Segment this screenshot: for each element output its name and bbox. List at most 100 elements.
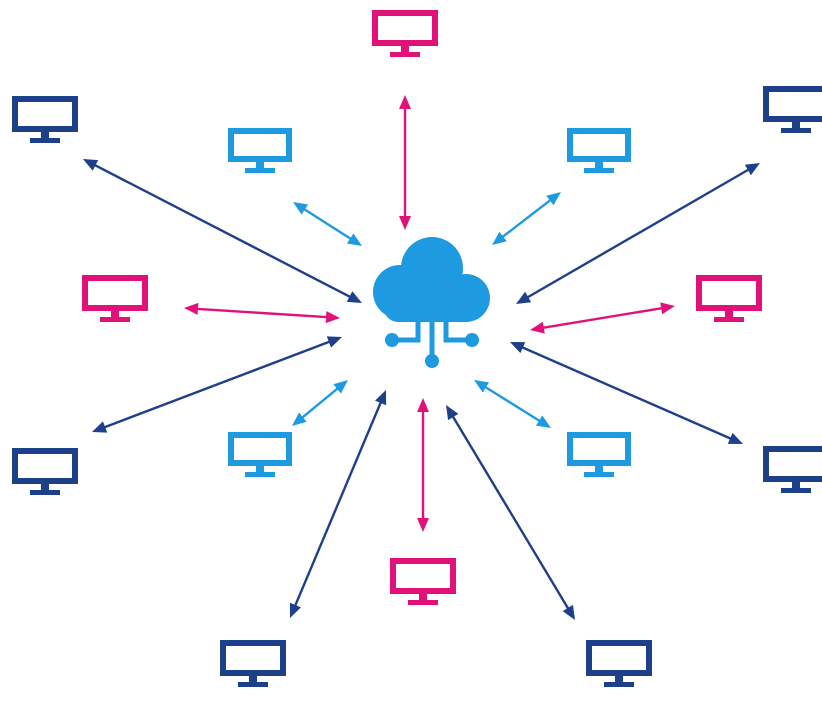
cloud-network-icon (373, 237, 490, 368)
arrowhead (346, 291, 362, 303)
arrowhead (83, 159, 99, 171)
monitor-neck (401, 43, 409, 52)
monitor-base (604, 682, 634, 687)
bidirectional-arrow (83, 159, 362, 303)
monitor-base (30, 138, 60, 143)
bidirectional-arrow (510, 342, 743, 444)
arrow-shaft (193, 307, 331, 319)
monitor-screen (228, 128, 292, 162)
arrow-shaft (539, 306, 666, 330)
monitor-icon (220, 640, 286, 687)
monitor-icon (763, 86, 822, 133)
arrowhead (727, 432, 743, 444)
bidirectional-arrow (516, 163, 760, 304)
monitor-neck (111, 308, 119, 317)
monitor-neck (615, 673, 623, 682)
arrowhead (516, 291, 532, 304)
monitor-screen (390, 558, 456, 594)
monitor-neck (249, 673, 257, 682)
arrowhead (417, 518, 429, 532)
monitor-base (584, 168, 614, 173)
monitor-base (245, 472, 275, 477)
arrowhead (417, 398, 429, 412)
arrowhead (510, 342, 526, 354)
monitor-base (781, 488, 811, 493)
monitor-neck (256, 159, 264, 168)
monitor-screen (12, 96, 78, 132)
monitor-base (584, 472, 614, 477)
monitor-neck (256, 463, 264, 472)
monitor-icon (228, 128, 292, 173)
arrowhead (92, 421, 108, 433)
monitor-icon (390, 558, 456, 605)
monitor-icon (567, 128, 631, 173)
arrowhead (535, 415, 551, 428)
monitor-neck (41, 129, 49, 138)
monitor-screen (763, 446, 822, 482)
monitor-base (238, 682, 268, 687)
bidirectional-arrow (399, 95, 411, 230)
monitor-icon (567, 432, 631, 477)
arrow-shaft (524, 166, 752, 301)
monitor-screen (567, 128, 631, 162)
arrowhead (292, 412, 307, 426)
arrow-shaft (300, 206, 355, 242)
bidirectional-arrow (293, 202, 362, 246)
monitor-icon (12, 448, 78, 495)
arrow-shaft (450, 412, 571, 613)
monitor-icon (696, 275, 762, 322)
monitor-screen (228, 432, 292, 466)
monitor-icon (12, 96, 78, 143)
arrow-shaft (298, 385, 342, 421)
connector-dot (425, 354, 439, 368)
monitor-neck (792, 119, 800, 128)
arrowhead (289, 602, 301, 618)
bidirectional-arrow (492, 192, 561, 245)
arrowhead (326, 336, 342, 348)
monitor-screen (567, 432, 631, 466)
arrow-shaft (499, 197, 554, 240)
monitor-neck (792, 479, 800, 488)
arrowhead (474, 380, 490, 393)
arrowhead (399, 95, 411, 109)
monitor-base (781, 128, 811, 133)
arrowhead (399, 216, 411, 230)
computer-nodes (12, 10, 822, 687)
monitor-icon (82, 275, 148, 322)
monitor-screen (82, 275, 148, 311)
connector-line (396, 320, 421, 343)
monitor-screen (372, 10, 438, 46)
arrowhead (660, 302, 675, 315)
monitor-neck (595, 159, 603, 168)
arrowhead (492, 231, 507, 245)
arrowhead (546, 192, 561, 206)
monitor-neck (725, 308, 733, 317)
arrowhead (530, 321, 545, 334)
arrow-shaft (292, 398, 384, 610)
monitor-icon (763, 446, 822, 493)
bidirectional-arrow (289, 390, 387, 618)
monitor-icon (372, 10, 438, 57)
connector-dot (385, 333, 399, 347)
monitor-icon (228, 432, 292, 477)
monitor-icon (586, 640, 652, 687)
arrowhead (346, 233, 362, 246)
connection-links (83, 95, 760, 620)
arrowhead (375, 390, 387, 406)
monitor-neck (41, 481, 49, 490)
monitor-base (100, 317, 130, 322)
arrow-shaft (518, 344, 735, 442)
arrowhead (744, 163, 760, 176)
bidirectional-arrow (184, 302, 340, 324)
arrow-shaft (100, 339, 334, 430)
bidirectional-arrow (474, 380, 551, 428)
arrowhead (325, 311, 340, 324)
arrowhead (184, 302, 199, 315)
arrow-shaft (91, 162, 354, 300)
monitor-neck (595, 463, 603, 472)
network-connector-icon (385, 320, 479, 368)
connector-dot (465, 333, 479, 347)
monitor-screen (763, 86, 822, 122)
monitor-screen (12, 448, 78, 484)
